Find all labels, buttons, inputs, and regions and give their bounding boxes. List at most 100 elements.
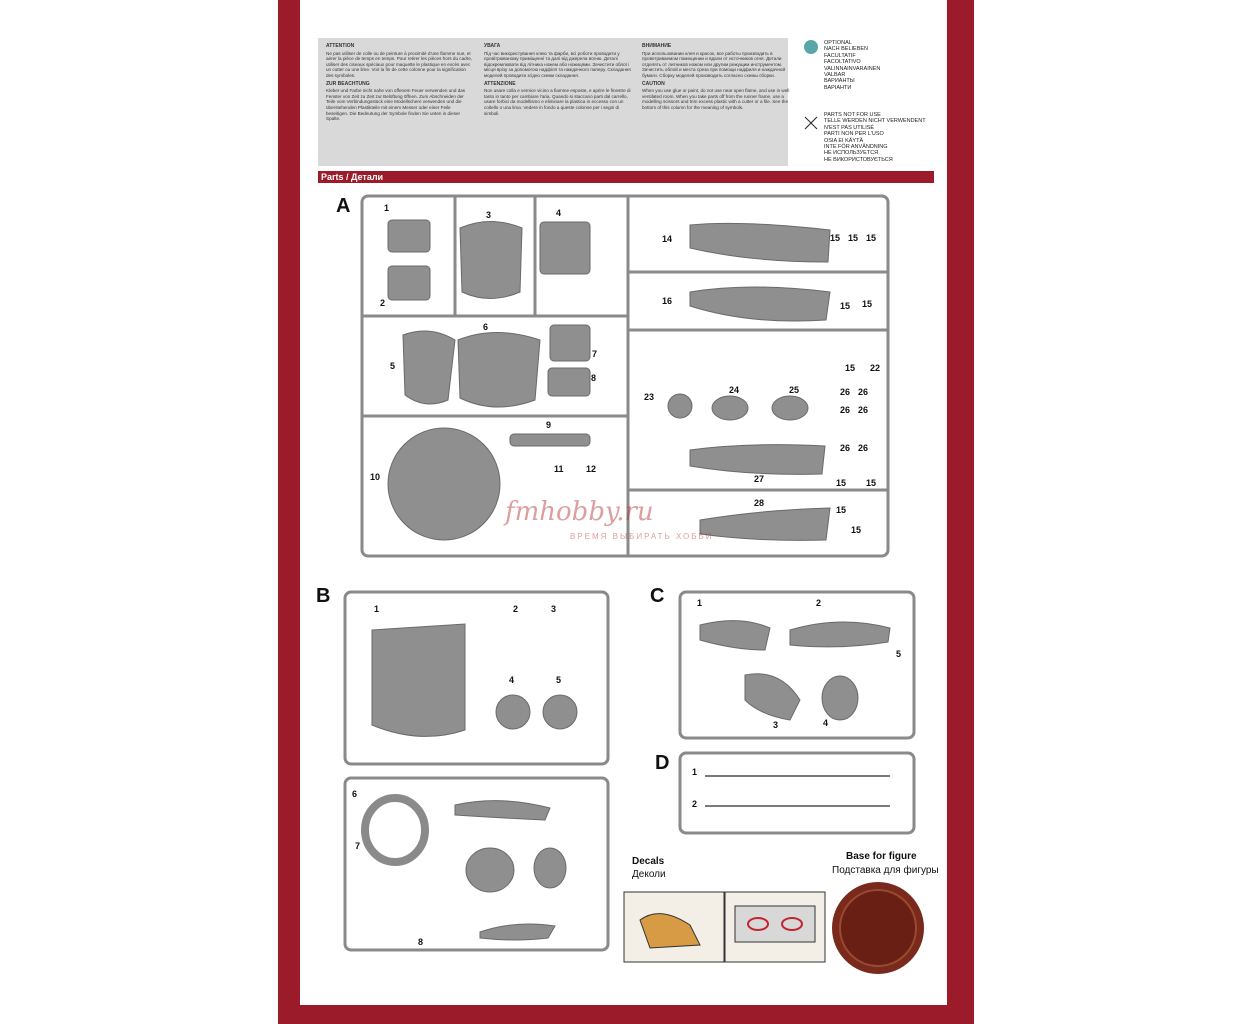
notice-column-2: УВАГА Під час використування клею та фар…: [484, 43, 632, 119]
part-label: 2: [380, 298, 386, 308]
not-for-use-text: OSIA EI KÄYTÄ: [824, 137, 864, 144]
sprue-c-frame: [678, 590, 916, 740]
notice-column-3: ВНИМАНИЕ При использовании клея и красок…: [642, 43, 790, 114]
part-label: 4: [556, 208, 562, 218]
part-label: 7: [355, 841, 361, 851]
base-subtitle: Подставка для фигуры: [832, 865, 939, 876]
part-label: 27: [754, 474, 765, 484]
notice-heading: ВНИМАНИЕ: [642, 43, 672, 49]
base-title: Base for figure: [846, 851, 917, 862]
part-label: 2: [816, 598, 822, 608]
sprue-a-parts: [387, 219, 831, 541]
not-for-use-text: НЕ ИСПОЛЬЗУЕТСЯ: [824, 150, 879, 157]
part-label: 1: [697, 598, 703, 608]
cross-icon: [804, 116, 818, 130]
part-label: 8: [591, 373, 597, 383]
part-label: 15: [836, 505, 847, 515]
optional-text: VALBAR: [824, 72, 846, 79]
decals-subtitle: Деколи: [632, 869, 666, 880]
notice-heading: УВАГА: [484, 43, 501, 49]
part-label: 1: [384, 203, 390, 213]
optional-icon: [804, 40, 818, 54]
figure-base: [832, 882, 924, 974]
part-label: 4: [509, 675, 515, 685]
optional-text: FACULTATIF: [824, 52, 856, 59]
part-label: 25: [789, 385, 800, 395]
watermark-tagline: ВРЕМЯ ВЫБИРАТЬ ХОББИ: [570, 532, 714, 541]
part-label: 14: [662, 234, 673, 244]
part-label: 3: [773, 720, 779, 730]
part-label: 8: [418, 937, 424, 947]
sprue-b-label: B: [316, 585, 331, 607]
sprue-d-label: D: [655, 752, 670, 774]
part-label: 6: [483, 322, 489, 332]
safety-notice: ATTENTION Ne pas utiliser de colle ou de…: [318, 38, 790, 166]
sprue-c-label: C: [650, 585, 665, 607]
part-label: 15: [851, 525, 862, 535]
part-label: 26: [840, 387, 851, 397]
part-label: 16: [662, 296, 673, 306]
part-label: 28: [754, 498, 765, 508]
not-for-use-text: PARTI NON PER L'USO: [824, 131, 884, 138]
notice-heading: ZUR BEACHTUNG: [326, 80, 370, 87]
optional-list: OPTIONAL NACH BELIEBEN FACULTATIF FACOLT…: [824, 40, 880, 91]
part-label: 1: [374, 604, 380, 614]
part-label: 12: [586, 464, 597, 474]
notice-column-1: ATTENTION Ne pas utiliser de colle ou de…: [326, 43, 474, 125]
optional-text: ВАРИАНТЫ: [824, 78, 855, 85]
part-label: 1: [692, 767, 698, 777]
not-for-use-text: INTE FÖR ANVÄNDNING: [824, 144, 888, 151]
part-label: 23: [644, 392, 655, 402]
notice-heading: ATTENZIONE: [484, 80, 516, 87]
part-label: 15: [840, 301, 851, 311]
part-label: 5: [896, 649, 902, 659]
part-label: 4: [823, 718, 829, 728]
optional-text: NACH BELIEBEN: [824, 46, 869, 53]
part-label: 10: [370, 472, 381, 482]
part-label: 15: [830, 233, 841, 243]
optional-text: FACOLTATIVO: [824, 59, 861, 66]
watermark: fmhobby.ru: [505, 497, 654, 527]
notice-text: При использовании клея и красок, все раб…: [642, 50, 786, 78]
part-label: 7: [592, 349, 598, 359]
part-label: 15: [862, 299, 873, 309]
notice-text: When you use glue or paint, do not use n…: [642, 88, 790, 110]
part-label: 26: [858, 443, 869, 453]
notice-text: Ne pas utiliser de colle ou de peinture …: [326, 50, 473, 78]
part-label: 2: [692, 799, 698, 809]
part-label: 22: [870, 363, 881, 373]
not-for-use-text: N'EST PAS UTILISÉ: [824, 124, 875, 131]
part-label: 5: [556, 675, 562, 685]
part-label: 26: [840, 443, 851, 453]
part-label: 26: [840, 405, 851, 415]
part-label: 15: [848, 233, 859, 243]
sprue-d-frame: [678, 751, 916, 835]
decals-title: Decals: [632, 856, 665, 867]
part-label: 15: [866, 233, 877, 243]
part-label: 15: [845, 363, 856, 373]
sprue-b-frame: [343, 590, 610, 952]
notice-text: Non usare colla e vernice vicino a fiamm…: [484, 88, 631, 116]
part-label: 26: [858, 387, 869, 397]
sprue-a-frame: [360, 194, 890, 558]
notice-heading: ATTENTION: [326, 43, 355, 49]
not-for-use-text: TELLE WERDEN NICHT VERWENDENT: [824, 118, 926, 125]
sprue-d-parts: [705, 775, 890, 807]
part-label: 3: [486, 210, 492, 220]
part-label: 9: [546, 420, 552, 430]
notice-text: Kleber und Farbe nicht nahe von offenem …: [326, 88, 466, 122]
part-label: 6: [352, 789, 358, 799]
not-for-use-list: PARTS NOT FOR USE TELLE WERDEN NICHT VER…: [824, 112, 926, 163]
part-label: 11: [554, 464, 564, 474]
part-label: 15: [836, 478, 847, 488]
decal-sheet: [623, 891, 826, 963]
part-label: 5: [390, 361, 396, 371]
not-for-use-text: НЕ ВИКОРИСТОВУЄТЬСЯ: [824, 156, 893, 163]
optional-text: OPTIONAL: [824, 40, 852, 46]
optional-text: ВАРІАНТИ: [824, 84, 852, 91]
part-label: 15: [866, 478, 877, 488]
optional-text: VALINNAINVARAINEN: [824, 65, 881, 72]
parts-header-bar: Parts / Детали: [318, 171, 934, 183]
not-for-use-text: PARTS NOT FOR USE: [824, 112, 881, 118]
